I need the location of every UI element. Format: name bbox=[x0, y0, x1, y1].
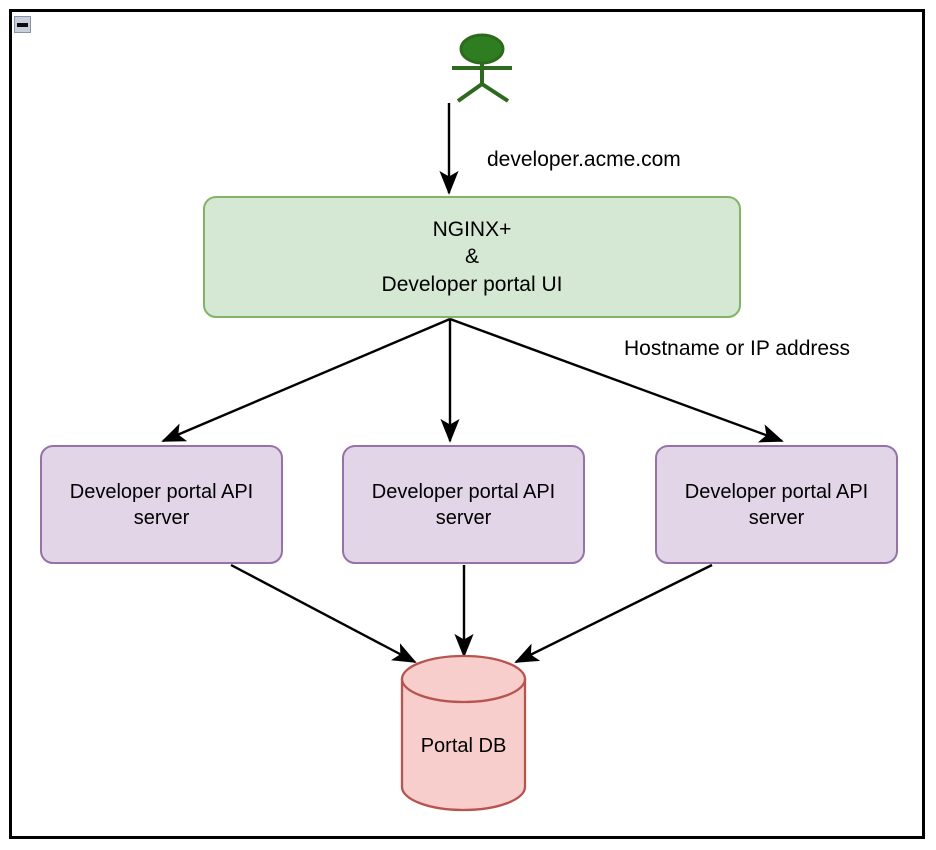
collapse-toggle-button[interactable] bbox=[14, 16, 31, 33]
node-portal-db-label: Portal DB bbox=[420, 735, 507, 757]
minus-icon bbox=[17, 22, 28, 27]
edge-label-domain: developer.acme.com bbox=[487, 148, 681, 171]
node-nginx-developer-portal-ui[interactable]: NGINX+ & Developer portal UI bbox=[203, 196, 741, 318]
edge-nginx-to-api-3 bbox=[449, 317, 784, 443]
node-api-server-3-label: Developer portal API server bbox=[684, 480, 869, 529]
edge-label-hostname: Hostname or IP address bbox=[624, 337, 851, 360]
edge-api-3-to-db bbox=[514, 563, 713, 664]
node-nginx-label: NGINX+ & Developer portal UI bbox=[381, 218, 563, 296]
node-api-server-1[interactable]: Developer portal API server bbox=[40, 445, 283, 564]
developer-actor-icon bbox=[452, 33, 512, 103]
node-api-server-2-label: Developer portal API server bbox=[371, 480, 556, 529]
portal-db-cylinder[interactable] bbox=[400, 654, 527, 812]
node-api-server-3[interactable]: Developer portal API server bbox=[655, 445, 898, 564]
node-api-server-1-label: Developer portal API server bbox=[69, 480, 254, 529]
edge-api-1-to-db bbox=[230, 563, 417, 664]
node-api-server-2[interactable]: Developer portal API server bbox=[342, 445, 585, 564]
edge-nginx-to-api-1 bbox=[161, 317, 451, 443]
